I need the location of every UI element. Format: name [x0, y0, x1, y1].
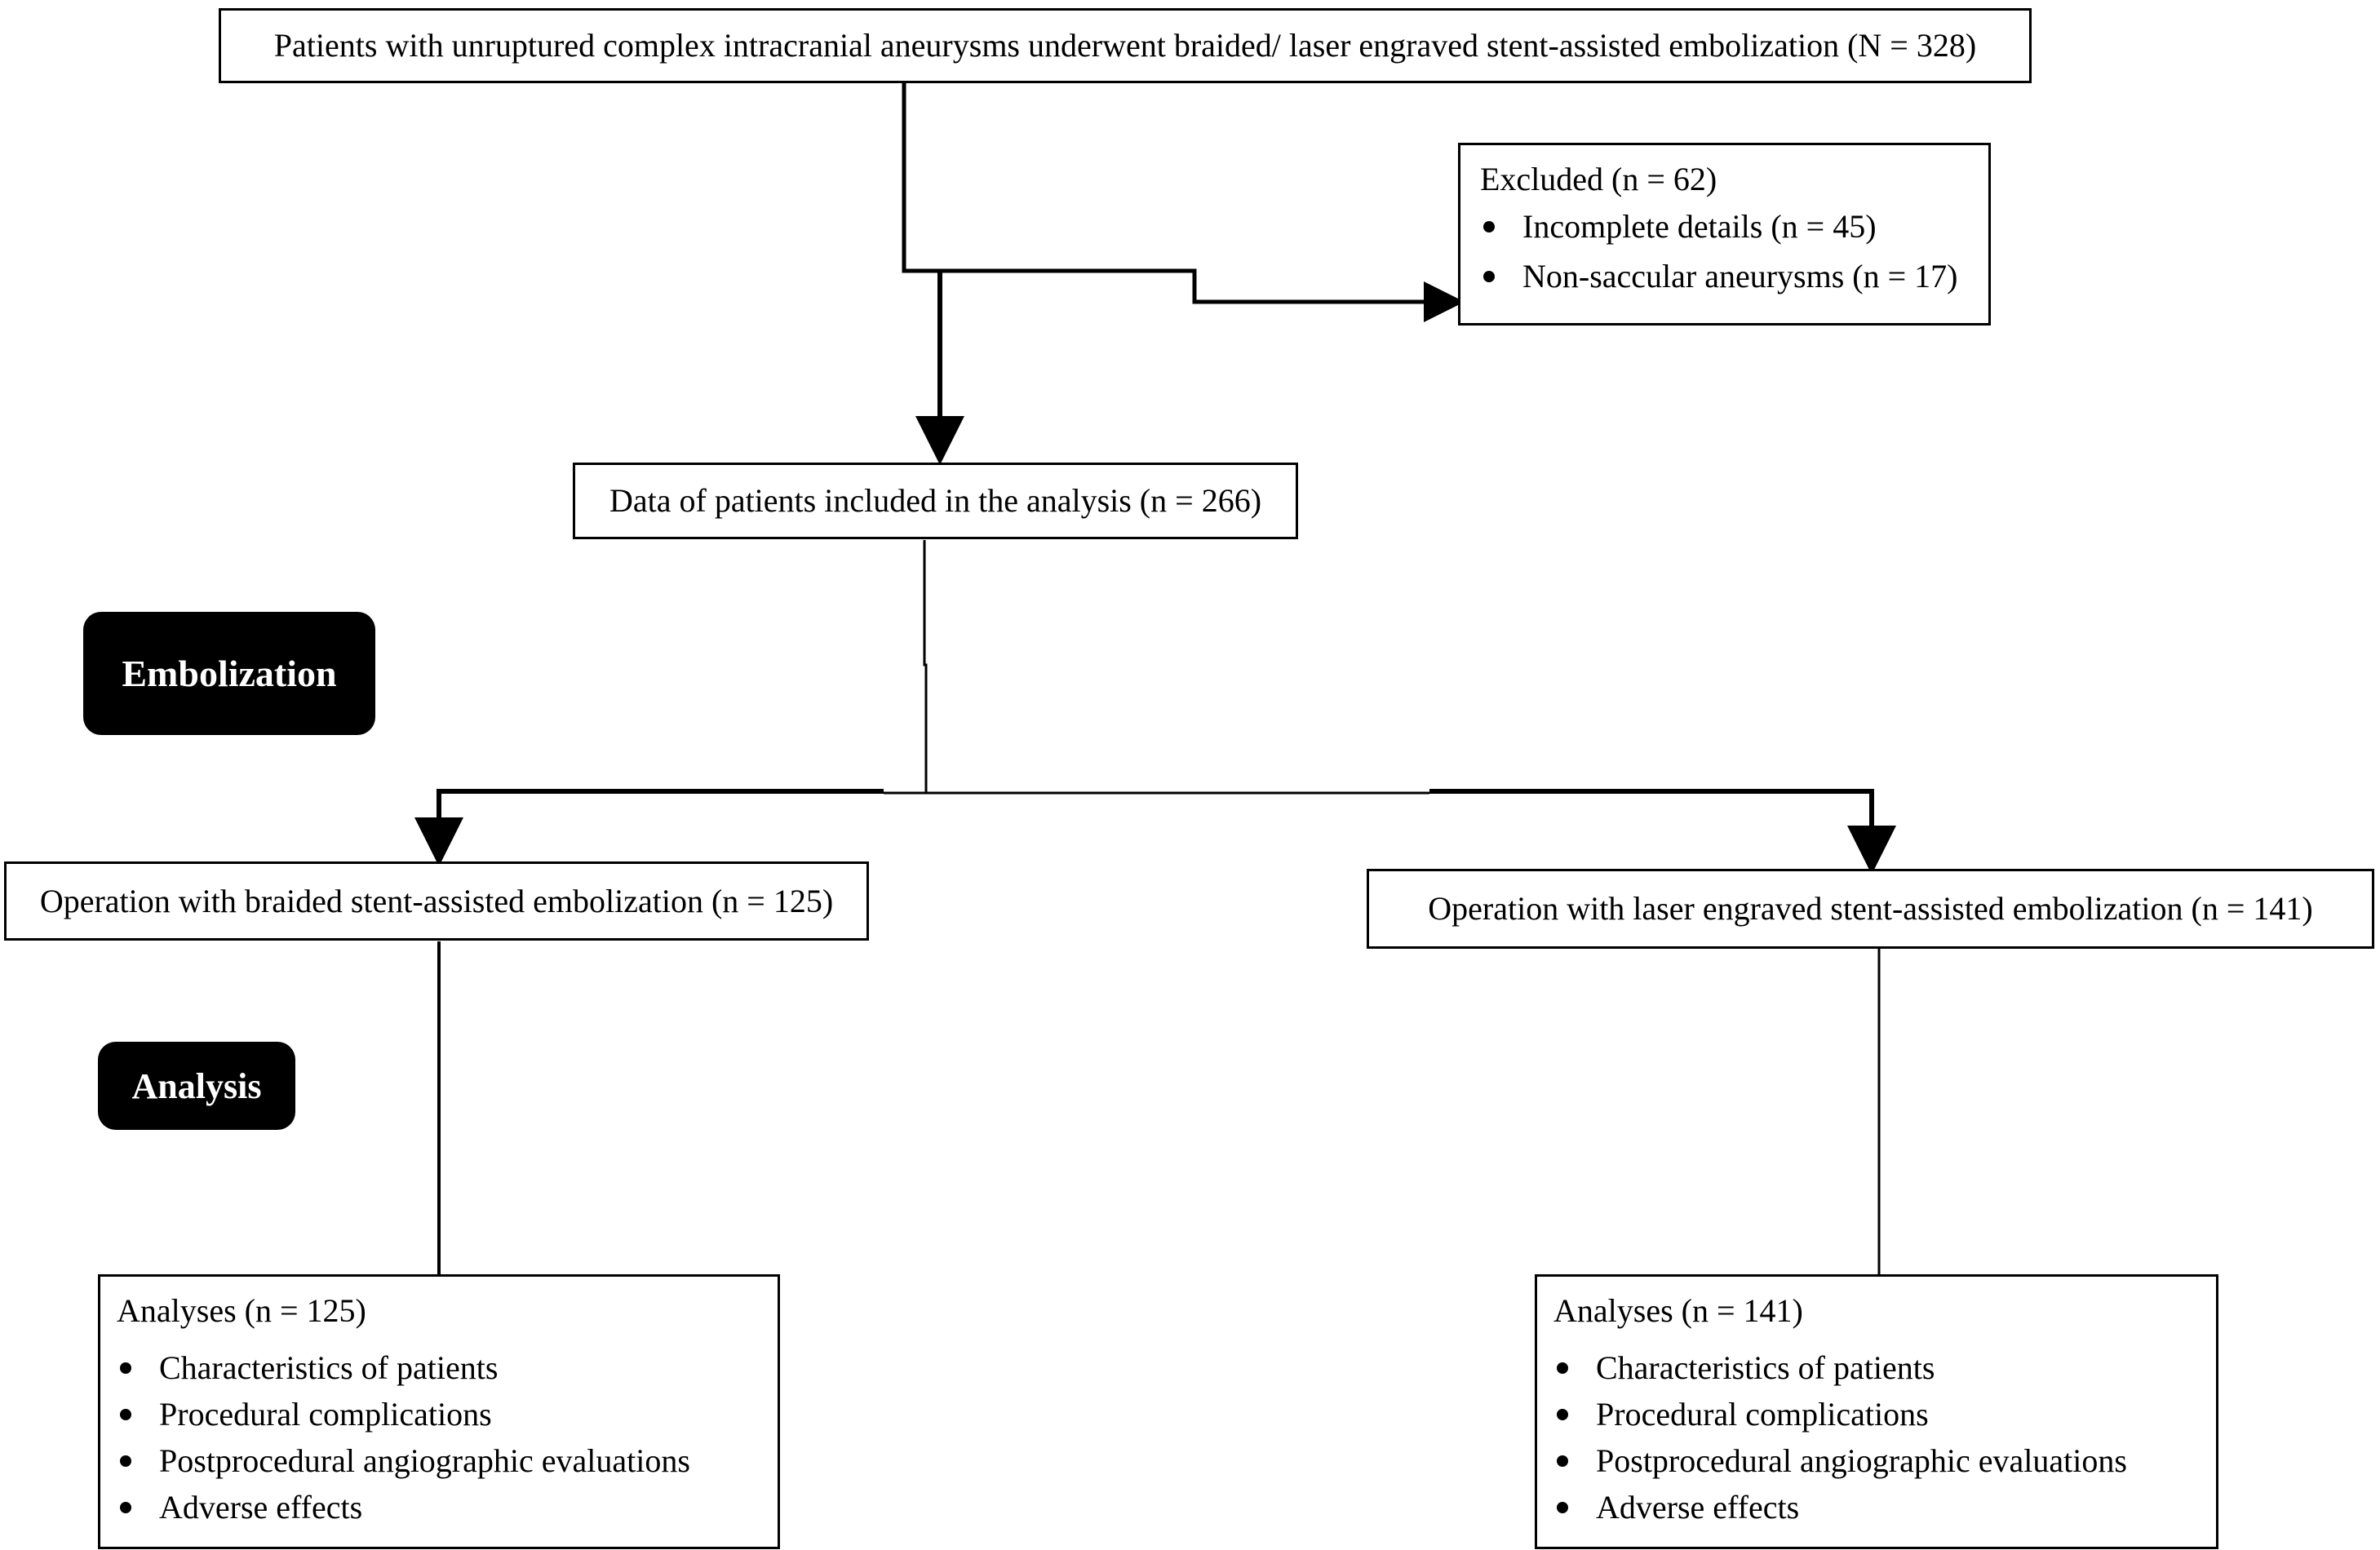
analyses-braided-box: Analyses (n = 125) Characteristics of pa… — [98, 1274, 780, 1549]
analysis-item: Characteristics of patients — [117, 1348, 778, 1387]
analyses-laser-box: Analyses (n = 141) Characteristics of pa… — [1535, 1274, 2218, 1549]
excluded-item: Incomplete details (n = 45) — [1480, 207, 1988, 246]
analyses-laser-title: Analyses (n = 141) — [1553, 1292, 1803, 1329]
analysis-stage-label: Analysis — [98, 1042, 295, 1130]
analyses-braided-title: Analyses (n = 125) — [117, 1292, 366, 1329]
analysis-item: Adverse effects — [117, 1488, 778, 1526]
connector-split-right — [1429, 789, 1896, 875]
analysis-item: Adverse effects — [1553, 1488, 2216, 1526]
excluded-box: Excluded (n = 62) Incomplete details (n … — [1458, 143, 1991, 326]
excluded-list: Incomplete details (n = 45) Non-saccular… — [1480, 207, 1988, 295]
analysis-item: Characteristics of patients — [1553, 1348, 2216, 1387]
included-text: Data of patients included in the analysi… — [609, 482, 1262, 519]
analysis-item: Postprocedural angiographic evaluations — [1553, 1442, 2216, 1480]
enrolled-patients-box: Patients with unruptured complex intracr… — [219, 8, 2032, 83]
analysis-item: Procedural complications — [1553, 1395, 2216, 1433]
analyses-braided-list: Characteristics of patients Procedural c… — [117, 1348, 778, 1526]
braided-operation-box: Operation with braided stent-assisted em… — [4, 861, 869, 941]
connector-split-left — [414, 789, 884, 866]
embolization-stage-label: Embolization — [83, 612, 375, 735]
connector-top-down — [902, 82, 1465, 322]
laser-operation-text: Operation with laser engraved stent-assi… — [1428, 890, 2313, 927]
excluded-title: Excluded (n = 62) — [1480, 161, 1717, 197]
excluded-item: Non-saccular aneurysms (n = 17) — [1480, 257, 1988, 295]
connector-included-down — [923, 540, 928, 793]
analyses-laser-list: Characteristics of patients Procedural c… — [1553, 1348, 2216, 1526]
braided-operation-text: Operation with braided stent-assisted em… — [39, 882, 834, 919]
laser-operation-box: Operation with laser engraved stent-assi… — [1367, 869, 2374, 949]
analysis-item: Postprocedural angiographic evaluations — [117, 1442, 778, 1480]
analysis-item: Procedural complications — [117, 1395, 778, 1433]
enrolled-patients-text: Patients with unruptured complex intracr… — [273, 27, 1977, 64]
included-box: Data of patients included in the analysi… — [573, 463, 1298, 539]
